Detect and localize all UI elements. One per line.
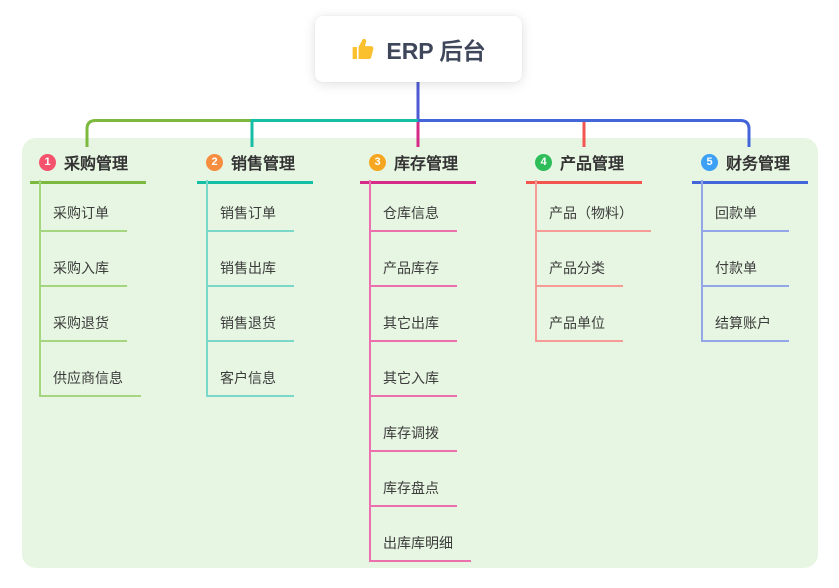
branch-label: 财务管理 [726, 156, 791, 173]
list-item[interactable]: 采购退货 [39, 287, 127, 342]
branch-items: 采购订单 采购入库 采购退货 供应商信息 [30, 184, 146, 397]
list-item[interactable]: 仓库信息 [369, 184, 457, 232]
list-item[interactable]: 供应商信息 [39, 342, 141, 397]
branch-finance: 5 财务管理 回款单 付款单 结算账户 [692, 150, 808, 342]
thumbs-up-icon [351, 36, 377, 62]
branch-child-connector [39, 180, 41, 395]
list-item[interactable]: 产品单位 [535, 287, 623, 342]
list-item[interactable]: 产品（物料） [535, 184, 651, 232]
list-item[interactable]: 结算账户 [701, 287, 789, 342]
branch-number-badge: 5 [701, 153, 718, 171]
branch-sales: 2 销售管理 销售订单 销售出库 销售退货 客户信息 [197, 150, 313, 397]
list-item[interactable]: 产品库存 [369, 232, 457, 287]
list-item[interactable]: 回款单 [701, 184, 789, 232]
branch-product-header[interactable]: 4 产品管理 [526, 150, 642, 184]
branch-label: 销售管理 [231, 156, 296, 173]
branch-finance-header[interactable]: 5 财务管理 [692, 150, 808, 184]
list-item[interactable]: 客户信息 [206, 342, 294, 397]
branch-purchase-header[interactable]: 1 采购管理 [30, 150, 146, 184]
branch-child-connector [369, 180, 371, 560]
list-item[interactable]: 出库库明细 [369, 507, 471, 562]
list-item[interactable]: 其它入库 [369, 342, 457, 397]
list-item[interactable]: 销售退货 [206, 287, 294, 342]
root-node[interactable]: ERP 后台 [315, 16, 522, 82]
list-item[interactable]: 产品分类 [535, 232, 623, 287]
branch-child-connector [206, 180, 208, 395]
branch-inventory-header[interactable]: 3 库存管理 [360, 150, 476, 184]
branch-label: 采购管理 [64, 156, 129, 173]
list-item[interactable]: 销售订单 [206, 184, 294, 232]
branch-purchase: 1 采购管理 采购订单 采购入库 采购退货 供应商信息 [30, 150, 146, 397]
branch-number-badge: 4 [535, 153, 552, 171]
list-item[interactable]: 付款单 [701, 232, 789, 287]
branch-sales-header[interactable]: 2 销售管理 [197, 150, 313, 184]
branch-label: 库存管理 [394, 156, 459, 173]
branch-number-badge: 3 [369, 153, 386, 171]
branch-child-connector [701, 180, 703, 340]
list-item[interactable]: 销售出库 [206, 232, 294, 287]
branch-number-badge: 1 [39, 153, 56, 171]
branches-panel [22, 138, 818, 568]
list-item[interactable]: 库存调拨 [369, 397, 457, 452]
root-title: ERP 后台 [386, 38, 486, 64]
list-item[interactable]: 采购入库 [39, 232, 127, 287]
branch-inventory: 3 库存管理 仓库信息 产品库存 其它出库 其它入库 库存调拨 库存盘点 出库库… [360, 150, 476, 562]
branch-child-connector [535, 180, 537, 340]
branch-label: 产品管理 [560, 156, 625, 173]
branch-items: 产品（物料） 产品分类 产品单位 [526, 184, 651, 342]
branch-product: 4 产品管理 产品（物料） 产品分类 产品单位 [526, 150, 651, 342]
list-item[interactable]: 库存盘点 [369, 452, 457, 507]
list-item[interactable]: 采购订单 [39, 184, 127, 232]
branch-number-badge: 2 [206, 153, 223, 171]
branch-items: 销售订单 销售出库 销售退货 客户信息 [197, 184, 313, 397]
branch-items: 仓库信息 产品库存 其它出库 其它入库 库存调拨 库存盘点 出库库明细 [360, 184, 476, 562]
list-item[interactable]: 其它出库 [369, 287, 457, 342]
branch-items: 回款单 付款单 结算账户 [692, 184, 808, 342]
